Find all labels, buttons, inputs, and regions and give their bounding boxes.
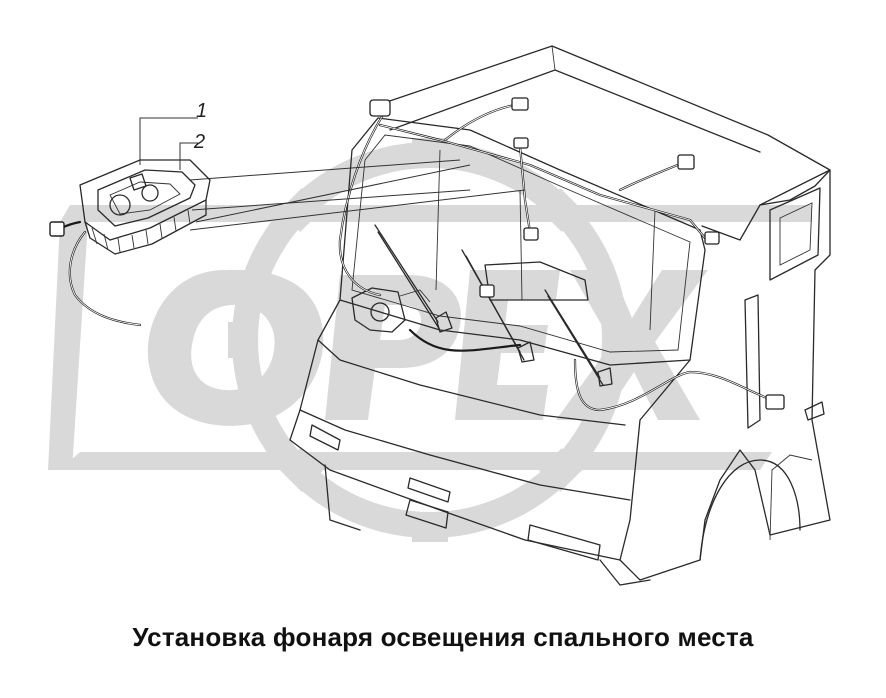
callout-2: 2 [193, 131, 205, 153]
cab-body [289, 45, 831, 586]
watermark-logo [48, 138, 812, 542]
wiper-assembly [351, 224, 613, 387]
figure-caption: Установка фонаря освещения спального мес… [132, 622, 754, 652]
callout-1: 1 [196, 100, 207, 122]
wiring-harness [338, 97, 785, 412]
berth-lamp-detail [49, 117, 211, 327]
projection-lines [189, 159, 526, 231]
